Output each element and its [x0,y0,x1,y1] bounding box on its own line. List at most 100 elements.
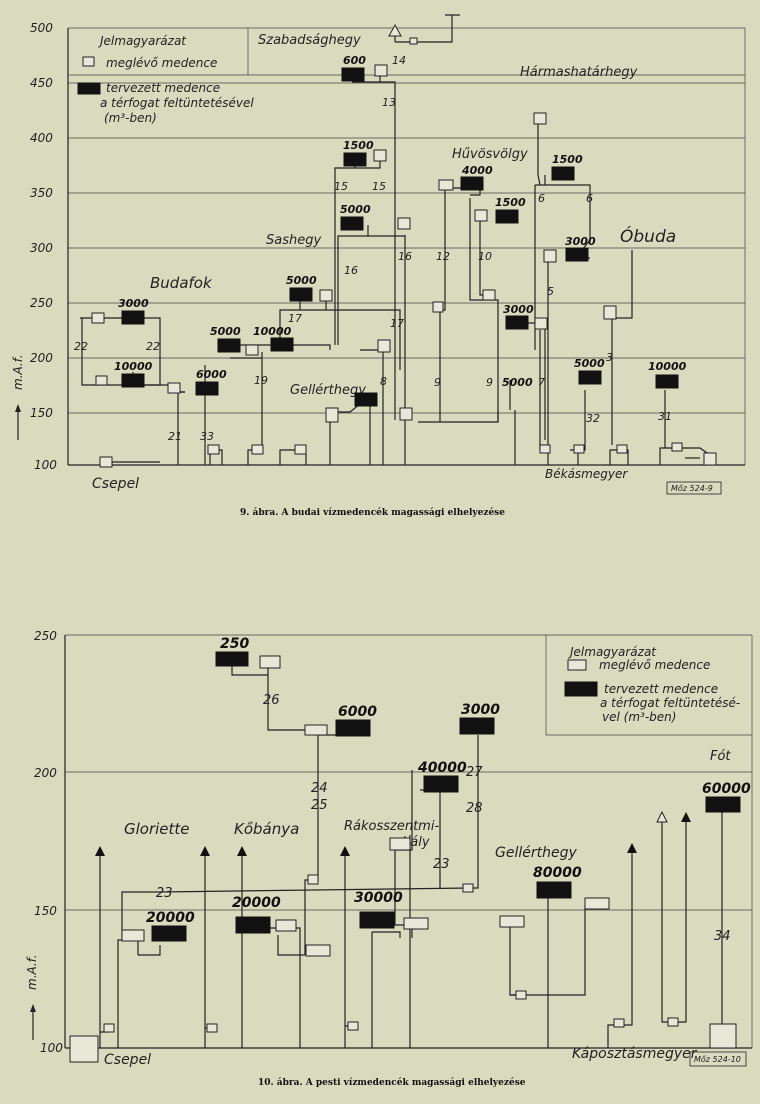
line-number-labels: 14 13 15 15 16 16 12 10 6 6 5 17 17 22 2… [74,54,672,443]
planned-basin-icon [121,373,145,388]
place-labels: Szabadsághegy Hármashatárhegy Hűvösvölgy… [92,33,676,492]
planned-basin-icon [495,209,519,224]
place-label: Sashegy [266,233,321,248]
existing-basin-icon [377,339,391,353]
ytick: 100 [34,458,57,472]
planned-basins [151,651,741,942]
line-number: 15 [334,180,348,193]
ytick: 150 [34,904,57,918]
existing-basin-icon [573,444,585,454]
planned-basin-icon [270,337,294,352]
planned-basin-icon [340,216,364,231]
existing-basin-icon [499,915,525,928]
line-number: 16 [398,250,412,263]
volume-label: 1500 [495,196,526,209]
y-axis-label: m.A.f. [25,954,39,990]
existing-basin-icon [703,452,717,466]
ytick: 450 [30,76,53,90]
arrow-up-icon [681,812,691,822]
volume-label: 20000 [232,895,281,911]
arrow-head-icon [30,1004,36,1012]
place-label: Gloriette [124,820,190,838]
place-label: Gellérthegy [290,383,366,398]
place-label: Hűvösvölgy [452,147,528,162]
place-label: Békásmegyer [545,467,628,481]
line-number: 6 [586,192,593,205]
planned-basin-icon [335,719,371,737]
legend-existing: meglévő medence [599,658,710,672]
existing-basin-icon [534,317,548,330]
line-number: 31 [658,410,672,423]
existing-basin-icon [307,874,319,885]
planned-basin-icon [536,881,572,899]
legend-existing: meglévő medence [106,56,217,70]
planned-basin-icon [289,287,313,302]
volume-label: 5000 [210,325,241,338]
line-number: 22 [74,340,88,353]
arrow-up-icon [95,846,105,856]
existing-basin-icon [206,1023,218,1033]
existing-basin-icon [389,837,411,851]
arrows [95,810,691,856]
existing-basin-icon [69,1035,99,1063]
existing-basin-icon [709,1023,737,1049]
volume-label: 10000 [114,360,153,373]
planned-basin-icon [655,374,679,389]
existing-basin-icon [397,217,411,230]
existing-basin-icon [403,917,429,930]
place-label: Csepel [104,1052,151,1068]
figure-caption: 9. ábra. A budai vízmedencék magassági e… [240,507,505,518]
volume-label: 5000 [502,376,533,389]
existing-basin-icon [515,990,527,1000]
line-number: 7 [538,376,545,389]
legend-planned-1: tervezett medence [106,81,220,95]
place-label: Óbuda [620,225,676,247]
planned-basin-icon [459,717,495,735]
existing-basin-icon [667,1017,679,1027]
volume-label: 600 [343,54,366,67]
ytick: 150 [30,406,53,420]
existing-basin-icon [207,444,220,455]
line-number: 9 [434,376,441,389]
planned-basin-icon [551,166,575,181]
existing-basin-icon [82,56,95,67]
planned-basin-icon [343,152,367,167]
legend-title: Jelmagyarázat [98,34,187,48]
place-label: Budafok [150,274,213,292]
arrow-up-icon [340,846,350,856]
existing-basins [91,37,717,468]
existing-basins [69,655,737,1063]
existing-basin-icon [99,456,113,468]
line-number: 32 [586,412,600,425]
planned-basin-icon [705,796,741,813]
ytick: 500 [30,21,53,35]
volume-label: 5000 [574,357,605,370]
place-label: Gellérthegy [495,845,577,861]
existing-basin-icon [305,944,331,957]
existing-basin-icon [613,1018,625,1028]
place-label: Káposztásmegyer [572,1046,698,1062]
place-label: Szabadsághegy [258,33,361,48]
planned-basin-icon [215,651,249,667]
line-number: 14 [392,54,406,67]
planned-basin-icon [460,176,484,191]
planned-basins [121,67,679,407]
volume-label: 10000 [648,360,687,373]
planned-basin-icon [341,67,365,82]
line-number: 33 [200,430,214,443]
legend: Jelmagyarázat meglévő medence tervezett … [77,34,254,125]
planned-basin-icon [217,338,241,353]
grid-lines [64,634,753,1049]
planned-basin-icon [505,315,529,330]
line-number: 26 [263,693,280,708]
line-number: 6 [538,192,545,205]
existing-basin-icon [474,209,488,222]
volume-label: 40000 [417,760,467,776]
place-label: Rákosszentmi- [344,819,439,834]
place-labels: Fót Gloriette Kőbánya Rákosszentmi- hály… [104,749,731,1068]
place-label: Kőbánya [234,820,299,838]
stamp: Mőz 524-10 [694,1055,741,1064]
planned-basin-icon [565,247,589,262]
line-number: 12 [436,250,450,263]
existing-basin-icon [304,724,328,736]
